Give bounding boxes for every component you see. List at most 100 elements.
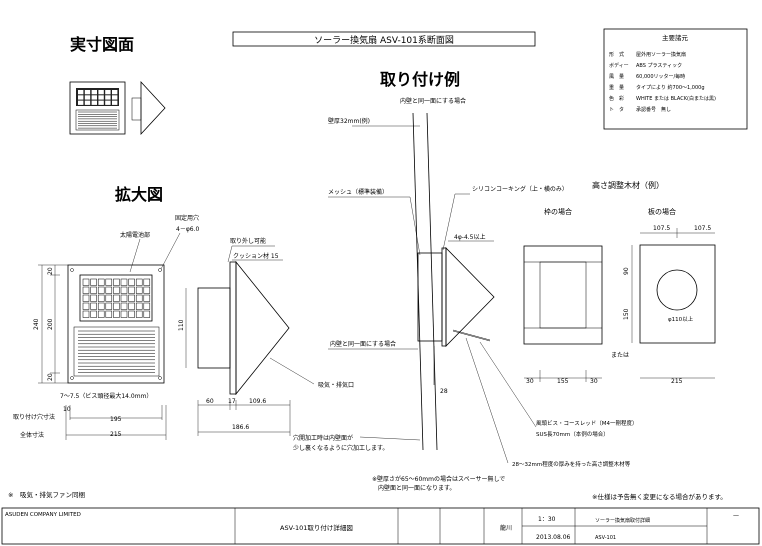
ref-title: ソーラー換気扇取付詳細	[595, 517, 650, 524]
title-block	[1, 507, 760, 545]
footer-right-note: ※仕様は予告無く変更になる場合があります。	[592, 492, 727, 501]
solar-cell	[143, 286, 151, 294]
solar-cell	[120, 294, 128, 302]
small-solar-cell	[84, 95, 91, 100]
enlarged-side-view	[185, 260, 290, 396]
dim-10: 10	[63, 406, 71, 413]
frame-title: 枠の場合	[544, 207, 572, 216]
solar-cell	[97, 294, 105, 302]
caulk-label: シリコンコーキング（上・横のみ）	[472, 185, 568, 193]
solar-cell	[105, 278, 113, 286]
solar-cell	[143, 310, 151, 318]
footer-left-note: ※ 吸気・排気ファン同梱	[8, 490, 85, 499]
solar-cell	[135, 310, 143, 318]
frame-drawing	[523, 245, 603, 382]
company-name: ASUDEN COMPANY LIMITED	[5, 512, 81, 518]
dim-200: 200	[47, 318, 54, 330]
mesh-label: メッシュ（標準装備）	[328, 188, 388, 196]
hole-note-1: 穴開加工時は内壁面が	[293, 434, 353, 442]
solar-cell	[105, 286, 113, 294]
screw-note: 7～7.5（ビス頭径最大14.0mm）	[60, 392, 152, 400]
dim-195: 195	[110, 416, 122, 423]
enlarged-front-view	[67, 264, 165, 384]
solar-cell	[113, 294, 120, 302]
solar-cell	[120, 278, 128, 286]
solar-cell	[82, 294, 90, 302]
dim-186: 186.6	[232, 424, 249, 431]
solar-cell	[128, 294, 135, 302]
author-name: 龍川	[500, 524, 512, 532]
drawing-title: ASV-101取り付け詳細図	[280, 523, 353, 532]
solar-cell	[97, 286, 105, 294]
board-dim-top-r: 107.5	[694, 225, 711, 232]
small-solar-cell	[112, 90, 118, 95]
install-subtitle: 内壁と同一面にする場合	[400, 97, 466, 105]
solar-cell	[120, 302, 128, 310]
small-solar-cell	[112, 95, 118, 100]
dim-20a: 20	[47, 267, 54, 275]
solar-cell	[113, 286, 120, 294]
small-solar-cell	[78, 100, 84, 105]
dim-240: 240	[33, 318, 40, 330]
solar-cell	[120, 286, 128, 294]
frame-dim-155: 155	[557, 378, 569, 385]
small-solar-cell	[105, 100, 111, 105]
solar-cell	[105, 294, 113, 302]
frame-dim-30a: 30	[526, 378, 534, 385]
hole-note-2: 少し裏くなるように穴加工します。	[293, 444, 388, 452]
dim-109: 109.6	[249, 398, 266, 405]
spec-value: タイプにより 約700～1,000g	[636, 84, 705, 91]
or-label: または	[611, 352, 629, 359]
solar-cell	[113, 310, 120, 318]
small-solar-cell	[84, 90, 91, 95]
small-solar-cell	[98, 95, 104, 100]
spacer-note-1: ※壁厚さが65～60mmの場合はスペーサー無しで	[372, 475, 505, 483]
spec-key: ト タ	[609, 106, 624, 113]
small-solar-cell	[91, 95, 97, 100]
cushion-label: クッション材 15	[233, 252, 279, 260]
solar-cell	[97, 310, 105, 318]
height-adjust-title: 高さ調整木材（例）	[592, 180, 664, 190]
dim-60: 60	[206, 398, 214, 405]
bolt-hole-label: 4φ-4.5以上	[454, 233, 485, 241]
solar-cell	[135, 286, 143, 294]
hole-pitch-label: 取り付け穴寸法	[13, 413, 55, 421]
board-dim-top-l: 107.5	[653, 225, 670, 232]
front-dims	[65, 405, 167, 440]
dim-110: 110	[178, 319, 185, 331]
wall-label: 壁厚32mm(例)	[328, 117, 370, 125]
board-title: 板の場合	[648, 207, 676, 216]
solar-cell	[143, 278, 151, 286]
solar-cell	[113, 278, 120, 286]
solar-cell	[82, 302, 90, 310]
title-box-text: ソーラー換気扇 ASV-101系断面図	[314, 34, 454, 46]
small-solar-cell	[105, 95, 111, 100]
spacer-note-2: 内壁面と同一面になります。	[378, 484, 455, 492]
solar-cell	[143, 294, 151, 302]
solar-cell	[128, 302, 135, 310]
side-dims	[197, 400, 291, 436]
solar-cell	[135, 302, 143, 310]
solar-cell	[97, 302, 105, 310]
solar-cell	[90, 294, 97, 302]
board-dim-150: 150	[623, 308, 630, 320]
spec-value: WHITE または BLACK(白または黒)	[636, 95, 716, 102]
removable-label: 取り外し可能	[230, 237, 266, 245]
date-value: 2013.08.06	[536, 534, 571, 541]
spec-key: 色 彩	[609, 95, 624, 102]
solar-cell	[128, 310, 135, 318]
ref-no: ASV-101	[595, 535, 616, 541]
solar-cell	[135, 278, 143, 286]
dim-20b: 20	[47, 373, 54, 381]
small-solar-cell	[78, 90, 84, 95]
small-solar-cell	[98, 100, 104, 105]
board-dim-215: 215	[671, 378, 683, 385]
specs-heading: 主要諸元	[662, 33, 689, 42]
section-actual-title: 実寸図面	[70, 35, 134, 54]
solar-cell	[90, 286, 97, 294]
board-hole-label: φ110以上	[668, 315, 694, 323]
board-drawing	[631, 228, 716, 379]
dim-215: 215	[110, 431, 122, 438]
